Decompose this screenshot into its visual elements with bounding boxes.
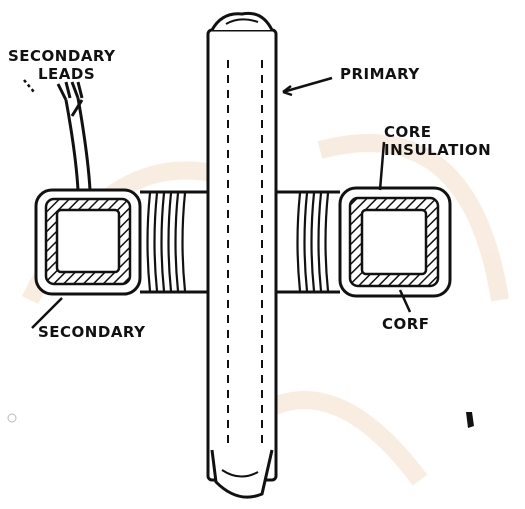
secondary-leads (58, 82, 90, 190)
label-secondary: SECONDARY (38, 324, 146, 340)
left-winding (140, 192, 210, 292)
left-core-assembly (36, 190, 140, 294)
label-primary: PRIMARY (340, 66, 420, 82)
label-core: CORF (382, 316, 430, 332)
label-secondary-leads-2: LEADS (38, 66, 95, 82)
right-winding (274, 192, 340, 292)
primary-leader (283, 78, 332, 92)
label-secondary-leads-1: SECONDARY (8, 48, 116, 64)
right-core-assembly (340, 188, 450, 296)
primary-conductor (208, 13, 276, 497)
label-core-insulation-2: INSULATION (384, 142, 491, 158)
label-core-insulation-1: CORE (384, 124, 432, 140)
